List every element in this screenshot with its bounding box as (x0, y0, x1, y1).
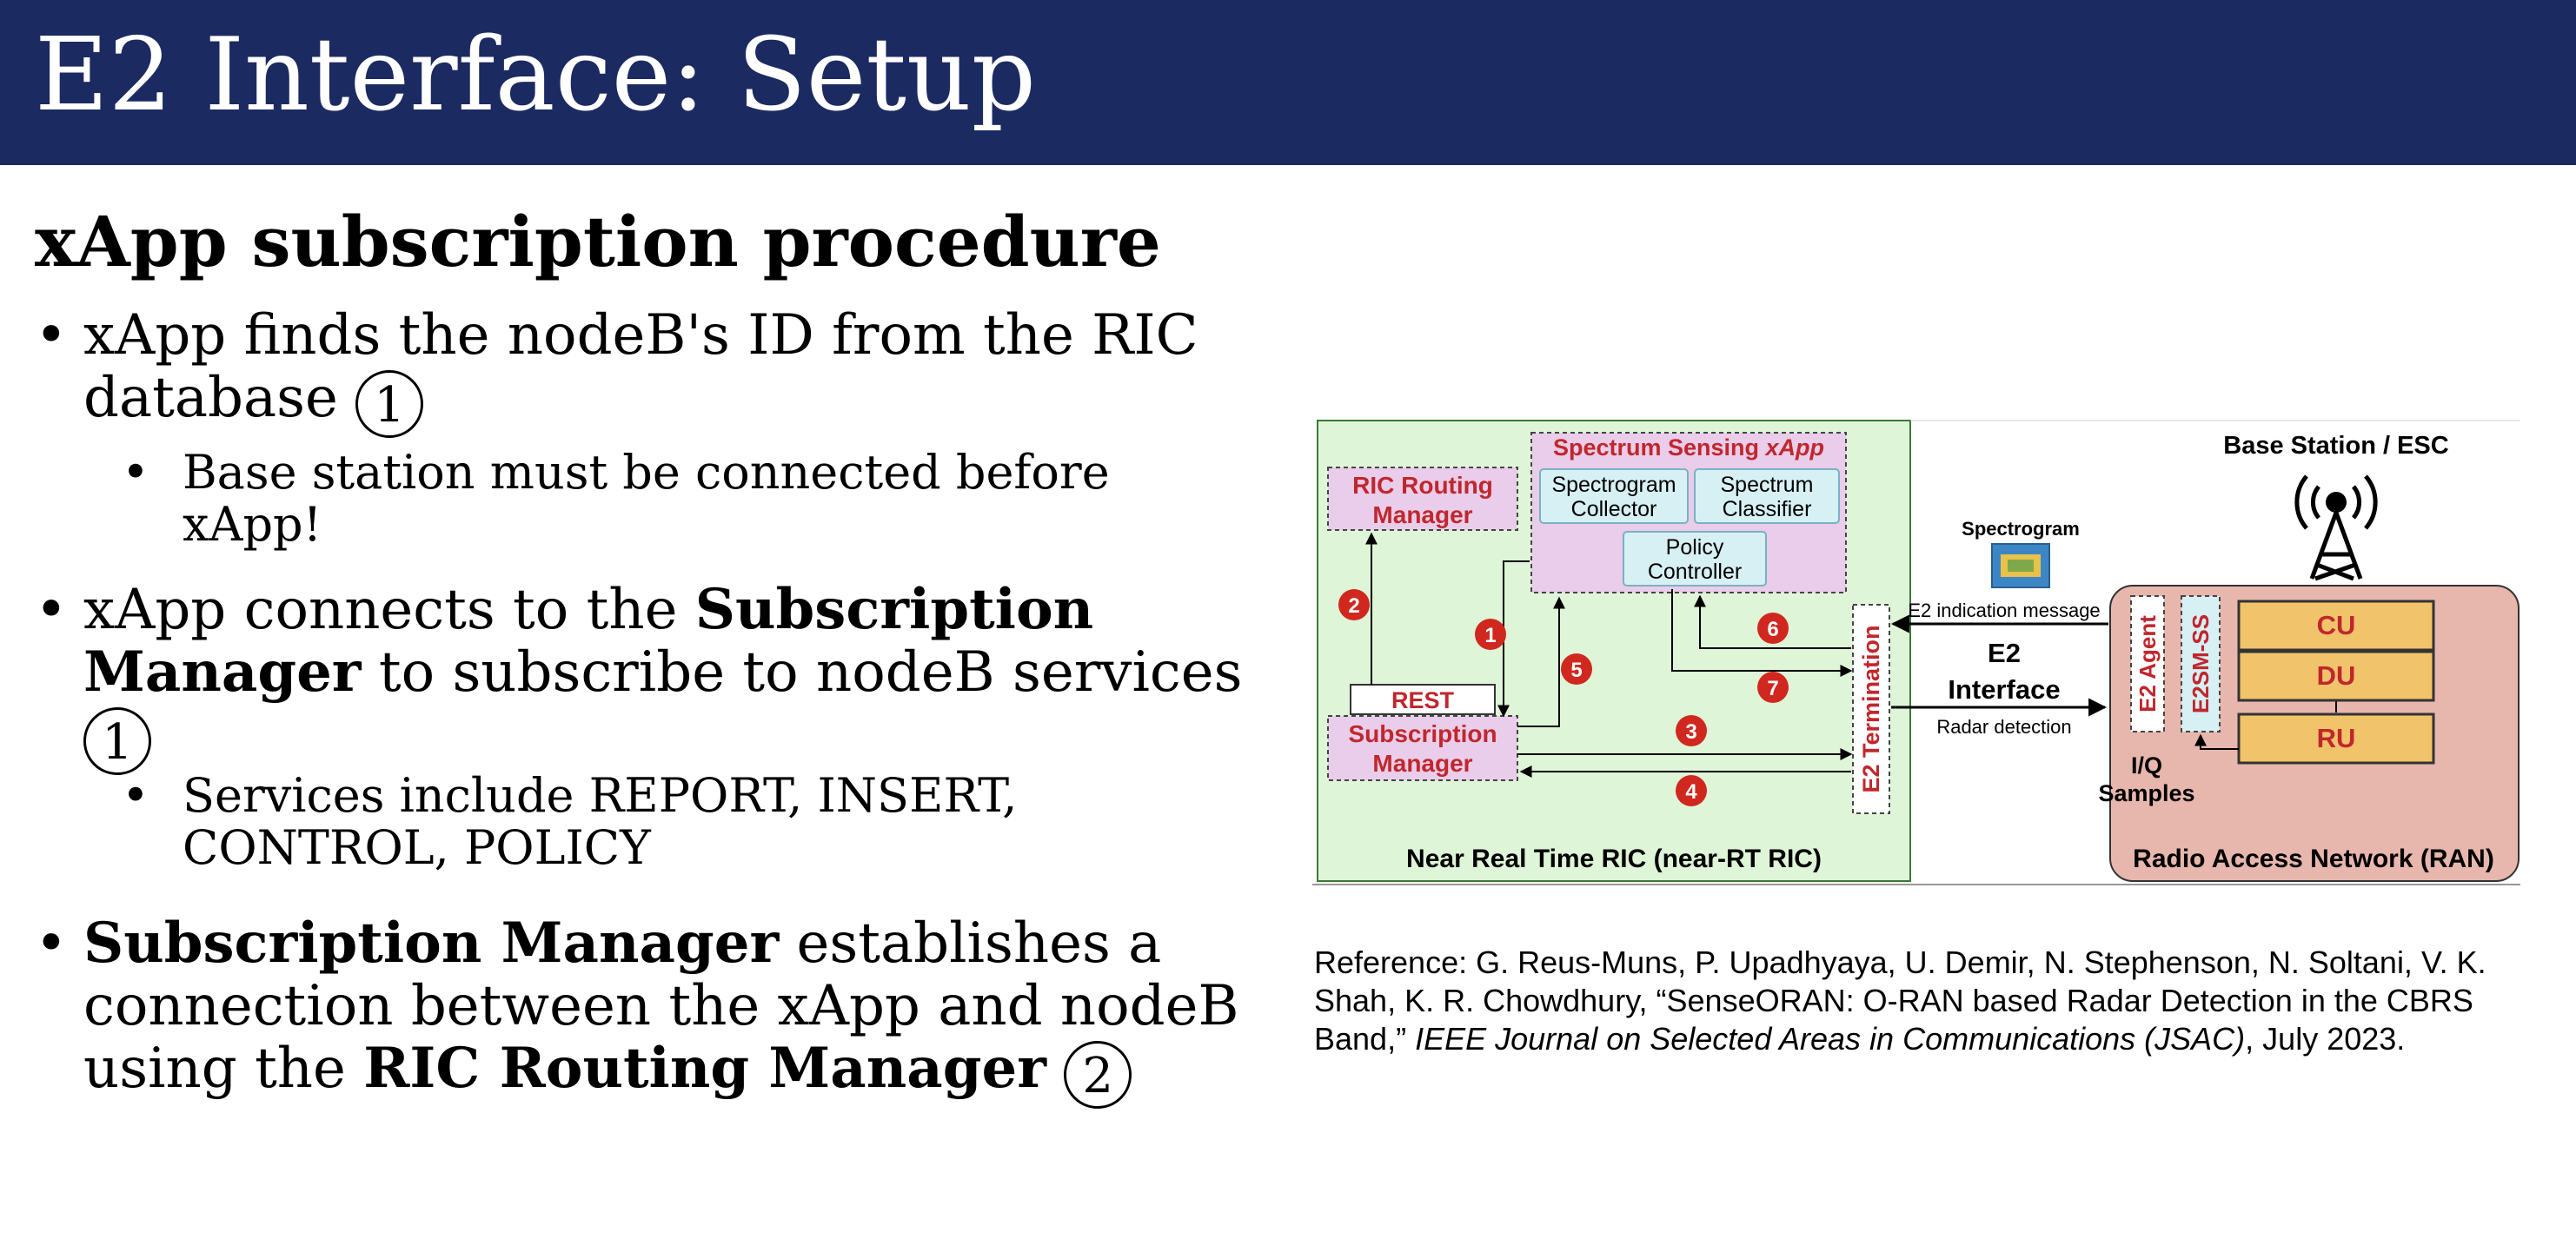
spectrogram-collector-l2: Collector (1571, 497, 1657, 521)
iq-l1: I/Q (2131, 752, 2162, 779)
bullet-marker: • (122, 768, 149, 823)
step-marker: 1 (355, 370, 424, 438)
step-2: 2 (1338, 589, 1370, 620)
step-marker: 2 (1064, 1041, 1132, 1109)
svg-text:5: 5 (1570, 659, 1582, 682)
arrow-5 (1517, 596, 1565, 727)
sub-bullet-1-text: Base station must be connected before xA… (183, 445, 1110, 552)
spectrum-classifier-l2: Classifier (1723, 497, 1812, 521)
subscription-manager (1327, 715, 1518, 781)
bullet-marker: • (122, 445, 149, 500)
bullet-1: • xApp finds the nodeB's ID from the RIC… (35, 304, 1269, 438)
svg-text:2: 2 (1348, 594, 1359, 618)
step-5: 5 (1561, 653, 1592, 685)
step-6: 6 (1757, 613, 1789, 644)
subscription-l2: Manager (1372, 750, 1472, 777)
reference-date: , July 2023. (2245, 1021, 2406, 1057)
sub-bullet-2: • Services include REPORT, INSERT, CONTR… (122, 770, 1182, 874)
bullet-3-bold: Subscription Manager (83, 911, 780, 976)
xapp-title: Spectrum Sensing xApp (1553, 434, 1824, 461)
policy-controller (1623, 531, 1767, 587)
tower-icon (2294, 474, 2378, 581)
step-1: 1 (1475, 619, 1506, 650)
e2sm-ss-box (2181, 595, 2221, 732)
du-label: DU (2317, 660, 2356, 691)
subheading: xApp subscription procedure (35, 201, 1161, 282)
bullet-3-bold-end: RIC Routing Manager (363, 1036, 1046, 1101)
svg-text:7: 7 (1767, 677, 1778, 700)
bullet-3-text: establishes a connection between the xAp… (83, 911, 1239, 1101)
cu-box (2237, 600, 2435, 652)
e2-agent-box (2130, 595, 2165, 732)
e2-indication-label: E2 indication message (1908, 600, 2100, 621)
spectrogram-label: Spectrogram (1962, 518, 2080, 540)
base-station-label: Base Station / ESC (2223, 432, 2449, 460)
title-bar (0, 0, 2576, 165)
ric-routing-l2: Manager (1372, 501, 1472, 528)
rest-box (1350, 684, 1496, 715)
iq-l2: Samples (2098, 780, 2194, 806)
slide-title: E2 Interface: Setup (35, 17, 1036, 134)
bullet-2-text: xApp connects to the (83, 578, 695, 642)
svg-text:6: 6 (1767, 618, 1778, 641)
spectrum-classifier (1694, 468, 1840, 524)
ric-label: Near Real Time RIC (near-RT RIC) (1406, 845, 1822, 873)
spectrogram-collector-l1: Spectrogram (1551, 473, 1676, 497)
sub-bullet-2-text: Services include REPORT, INSERT, CONTROL… (183, 768, 1018, 875)
step-7: 7 (1757, 672, 1789, 703)
e2-interface-l2: Interface (1948, 674, 2060, 705)
radar-detection-label: Radar detection (1936, 716, 2071, 738)
svg-text:3: 3 (1685, 720, 1696, 744)
bullet-marker: • (35, 303, 68, 368)
e2-interface-l1: E2 (1988, 638, 2021, 668)
ran-label: Radio Access Network (RAN) (2133, 845, 2494, 873)
subscription-l1: Subscription (1348, 720, 1497, 747)
cu-label: CU (2317, 610, 2356, 640)
bullet-marker: • (35, 911, 68, 976)
architecture-diagram: Spectrum Sensing xApp Spectrogram Collec… (1312, 420, 2520, 885)
step-marker: 1 (83, 707, 151, 775)
e2-termination-label: E2 Termination (1858, 625, 1884, 792)
arrow-6 (1694, 594, 1851, 649)
e2-termination (1852, 604, 1890, 814)
e2sm-ss-label: E2SM-SS (2188, 614, 2214, 713)
ric-routing-manager (1327, 467, 1518, 531)
ric-routing-l1: RIC Routing (1352, 472, 1493, 499)
policy-controller-l2: Controller (1648, 560, 1742, 584)
policy-controller-l1: Policy (1666, 535, 1724, 560)
bullet-2: • xApp connects to the Subscription Mana… (35, 579, 1269, 775)
step-4: 4 (1676, 775, 1707, 806)
bullet-marker: • (35, 578, 68, 642)
bullet-3: • Subscription Manager establishes a con… (35, 912, 1269, 1109)
reference-authors: Reference: G. Reus-Muns, P. Upadhyaya, U… (1314, 944, 2486, 1057)
iq-arrow (2194, 733, 2239, 750)
rest-label: REST (1391, 687, 1455, 713)
arrow-1 (1497, 560, 1530, 718)
du-box (2237, 650, 2435, 702)
bullet-2-text-end: to subscribe to nodeB services (361, 640, 1243, 705)
bullet-1-text: xApp finds the nodeB's ID from the RIC d… (83, 303, 1198, 430)
reference-journal: IEEE Journal on Selected Areas in Commun… (1415, 1021, 2246, 1057)
ru-box (2237, 712, 2435, 765)
sub-bullet-1: • Base station must be connected before … (122, 447, 1182, 551)
e2-agent-label: E2 Agent (2134, 615, 2161, 712)
reference-text: Reference: G. Reus-Muns, P. Upadhyaya, U… (1314, 944, 2548, 1058)
spectrum-classifier-l1: Spectrum (1721, 473, 1814, 497)
spectrogram-collector (1539, 468, 1689, 524)
bullet-2-bold: Subscription Manager (83, 577, 1094, 705)
arrow-7 (1671, 589, 1853, 677)
step-3: 3 (1676, 715, 1707, 746)
spectrogram-icon (1991, 543, 2050, 588)
svg-text:4: 4 (1685, 780, 1697, 804)
svg-text:1: 1 (1484, 624, 1496, 647)
ru-label: RU (2317, 723, 2356, 753)
